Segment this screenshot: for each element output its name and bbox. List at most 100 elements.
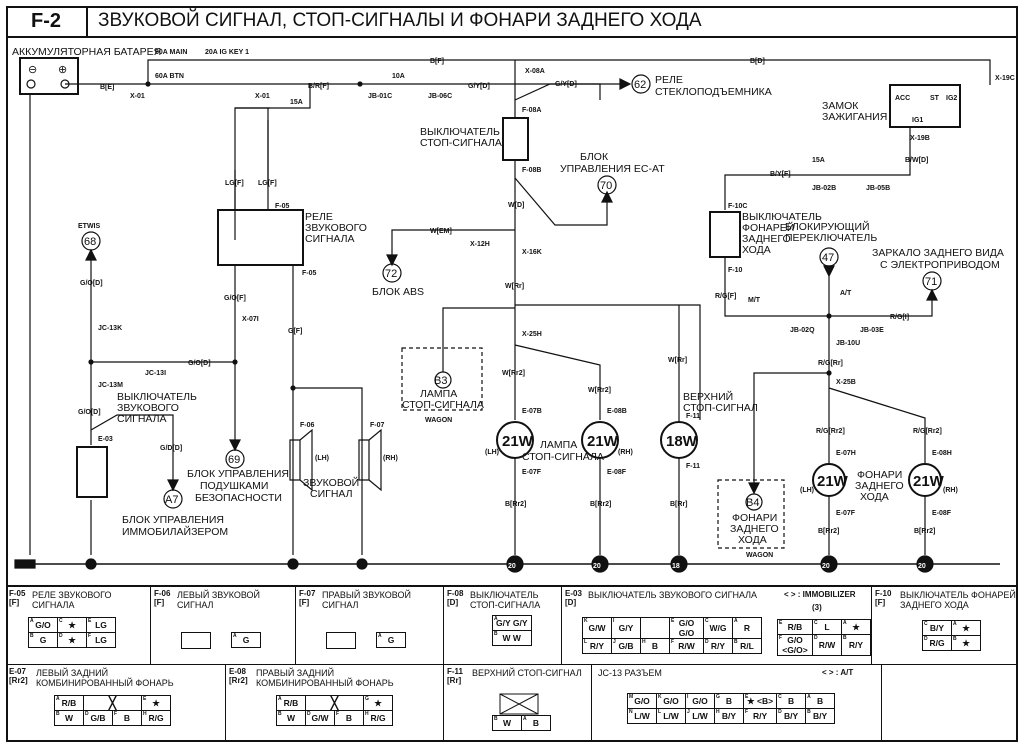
wagon-box [717,479,785,549]
ref-circle [163,489,183,509]
connector-label: E-08F [607,469,627,476]
ignition-switch [889,84,961,128]
connector-label: X-07I [242,316,259,323]
page-code: F-2 [6,6,88,36]
connector-label: JC-13I [145,370,166,377]
ground-ref-20: 20 [506,555,524,573]
ignition-label: ЗАМОК [822,100,859,112]
bulb-rating: 18W [666,433,698,450]
stop-lamp-label-2: СТОП-СИГНАЛА [522,451,604,463]
wire-label: W[Rr2] [588,387,611,394]
panel-code: F-10 [F] [875,589,892,607]
connector-label: F-07 [370,422,385,429]
wire-label: B/R[F] [308,83,329,90]
page-header: F-2 ЗВУКОВОЙ СИГНАЛ, СТОП-СИГНАЛЫ И ФОНА… [6,6,1018,38]
ign-term: IG1 [912,117,923,124]
blank-cavity-icon: ╳ [83,695,142,711]
wire-label: W[Rr] [505,283,524,290]
connector-label: F-11 [686,413,700,420]
side-label: (RH) [383,455,398,462]
connector-label: F-05 [275,203,290,210]
connector-label: X-12H [470,241,490,248]
connector-label: E-08B [607,408,627,415]
high-stop-label-2: СТОП-СИГНАЛ [683,402,758,414]
connector-pin: E★ <B> [742,693,778,709]
connector-pin: C★ [57,617,87,633]
junction-dot [357,81,363,87]
connector-label: E-08H [932,450,952,457]
mirror-label-2: С ЭЛЕКТРОПРИВОДОМ [880,259,1000,271]
panel-title: ВЫКЛЮЧАТЕЛЬ СТОП-СИГНАЛА [470,590,541,610]
panel-code: F-08 [D] [447,589,464,607]
fuse-label: 60A BTN [155,73,184,80]
ref-number: B3 [434,375,447,387]
connector-label: JB-03E [860,327,884,334]
fuse-label: 20A IG KEY 1 [205,49,249,56]
connector-label: F-05 [302,270,317,277]
b4-label: ФОНАРИ [732,512,777,524]
wire-label: G/O[F] [224,295,246,302]
connector-label: JB-10U [836,340,860,347]
arrow-icon [926,288,938,301]
fuse-label: 15A [290,99,303,106]
panel-title: ПРАВЫЙ ЗВУКОВОЙ СИГНАЛ [322,590,411,610]
horn-relay [217,209,304,266]
connector-label: X-01 [130,93,145,100]
brake-switch [502,117,529,161]
ground-point [85,558,97,570]
panel-title: РЕЛЕ ЗВУКОВОГО СИГНАЛА [32,590,112,610]
junction-dot [88,359,94,365]
wire-label: B[D] [750,58,765,65]
panel-title: ЛЕВЫЙ ЗАДНИЙ КОМБИНИРОВАННЫЙ ФОНАРЬ [36,668,174,688]
ign-term: ACC [895,95,910,102]
battery-label: АККУМУЛЯТОРНАЯ БАТАРЕЯ [12,46,161,58]
panel-title: ВЫКЛЮЧАТЕЛЬ ФОНАРЕЙ ЗАДНЕГО ХОДА [900,590,1016,610]
junction-dot [826,370,832,376]
ref-number: 62 [634,79,646,91]
svg-text:20: 20 [508,563,516,570]
wire-label: G/O[D] [188,360,211,367]
horn-label: ЗВУКОВОЙ [303,476,359,489]
connector-pin: A★ [951,620,981,636]
svg-text:18: 18 [672,563,680,570]
horn-switch-label-3: СИГНАЛА [117,413,167,425]
ref-number: 47 [822,252,834,264]
panel-empty [882,665,1018,742]
connector-label: JC-13K [98,325,122,332]
ref-number: 70 [600,180,612,192]
wire-label: R/G[Rr2] [913,428,942,435]
panel-title: ВЫКЛЮЧАТЕЛЬ ЗВУКОВОГО СИГНАЛА [588,590,758,600]
connector-label: F-08A [522,107,541,114]
junction-dot [232,359,238,365]
fuse-label: 10A [392,73,405,80]
horn-relay-label-3: СИГНАЛА [305,233,355,245]
reverse-switch-label-2: ФОНАРЕЙ [742,221,794,234]
wire-label: G/O[D] [80,280,103,287]
ign-term: IG2 [946,95,957,102]
connector-label: JC-13M [98,382,123,389]
panel-title: ВЕРХНИЙ СТОП-СИГНАЛ [472,668,582,678]
ecat-label-2: УПРАВЛЕНИЯ EC-AT [560,163,665,175]
arrow-icon [229,439,241,452]
